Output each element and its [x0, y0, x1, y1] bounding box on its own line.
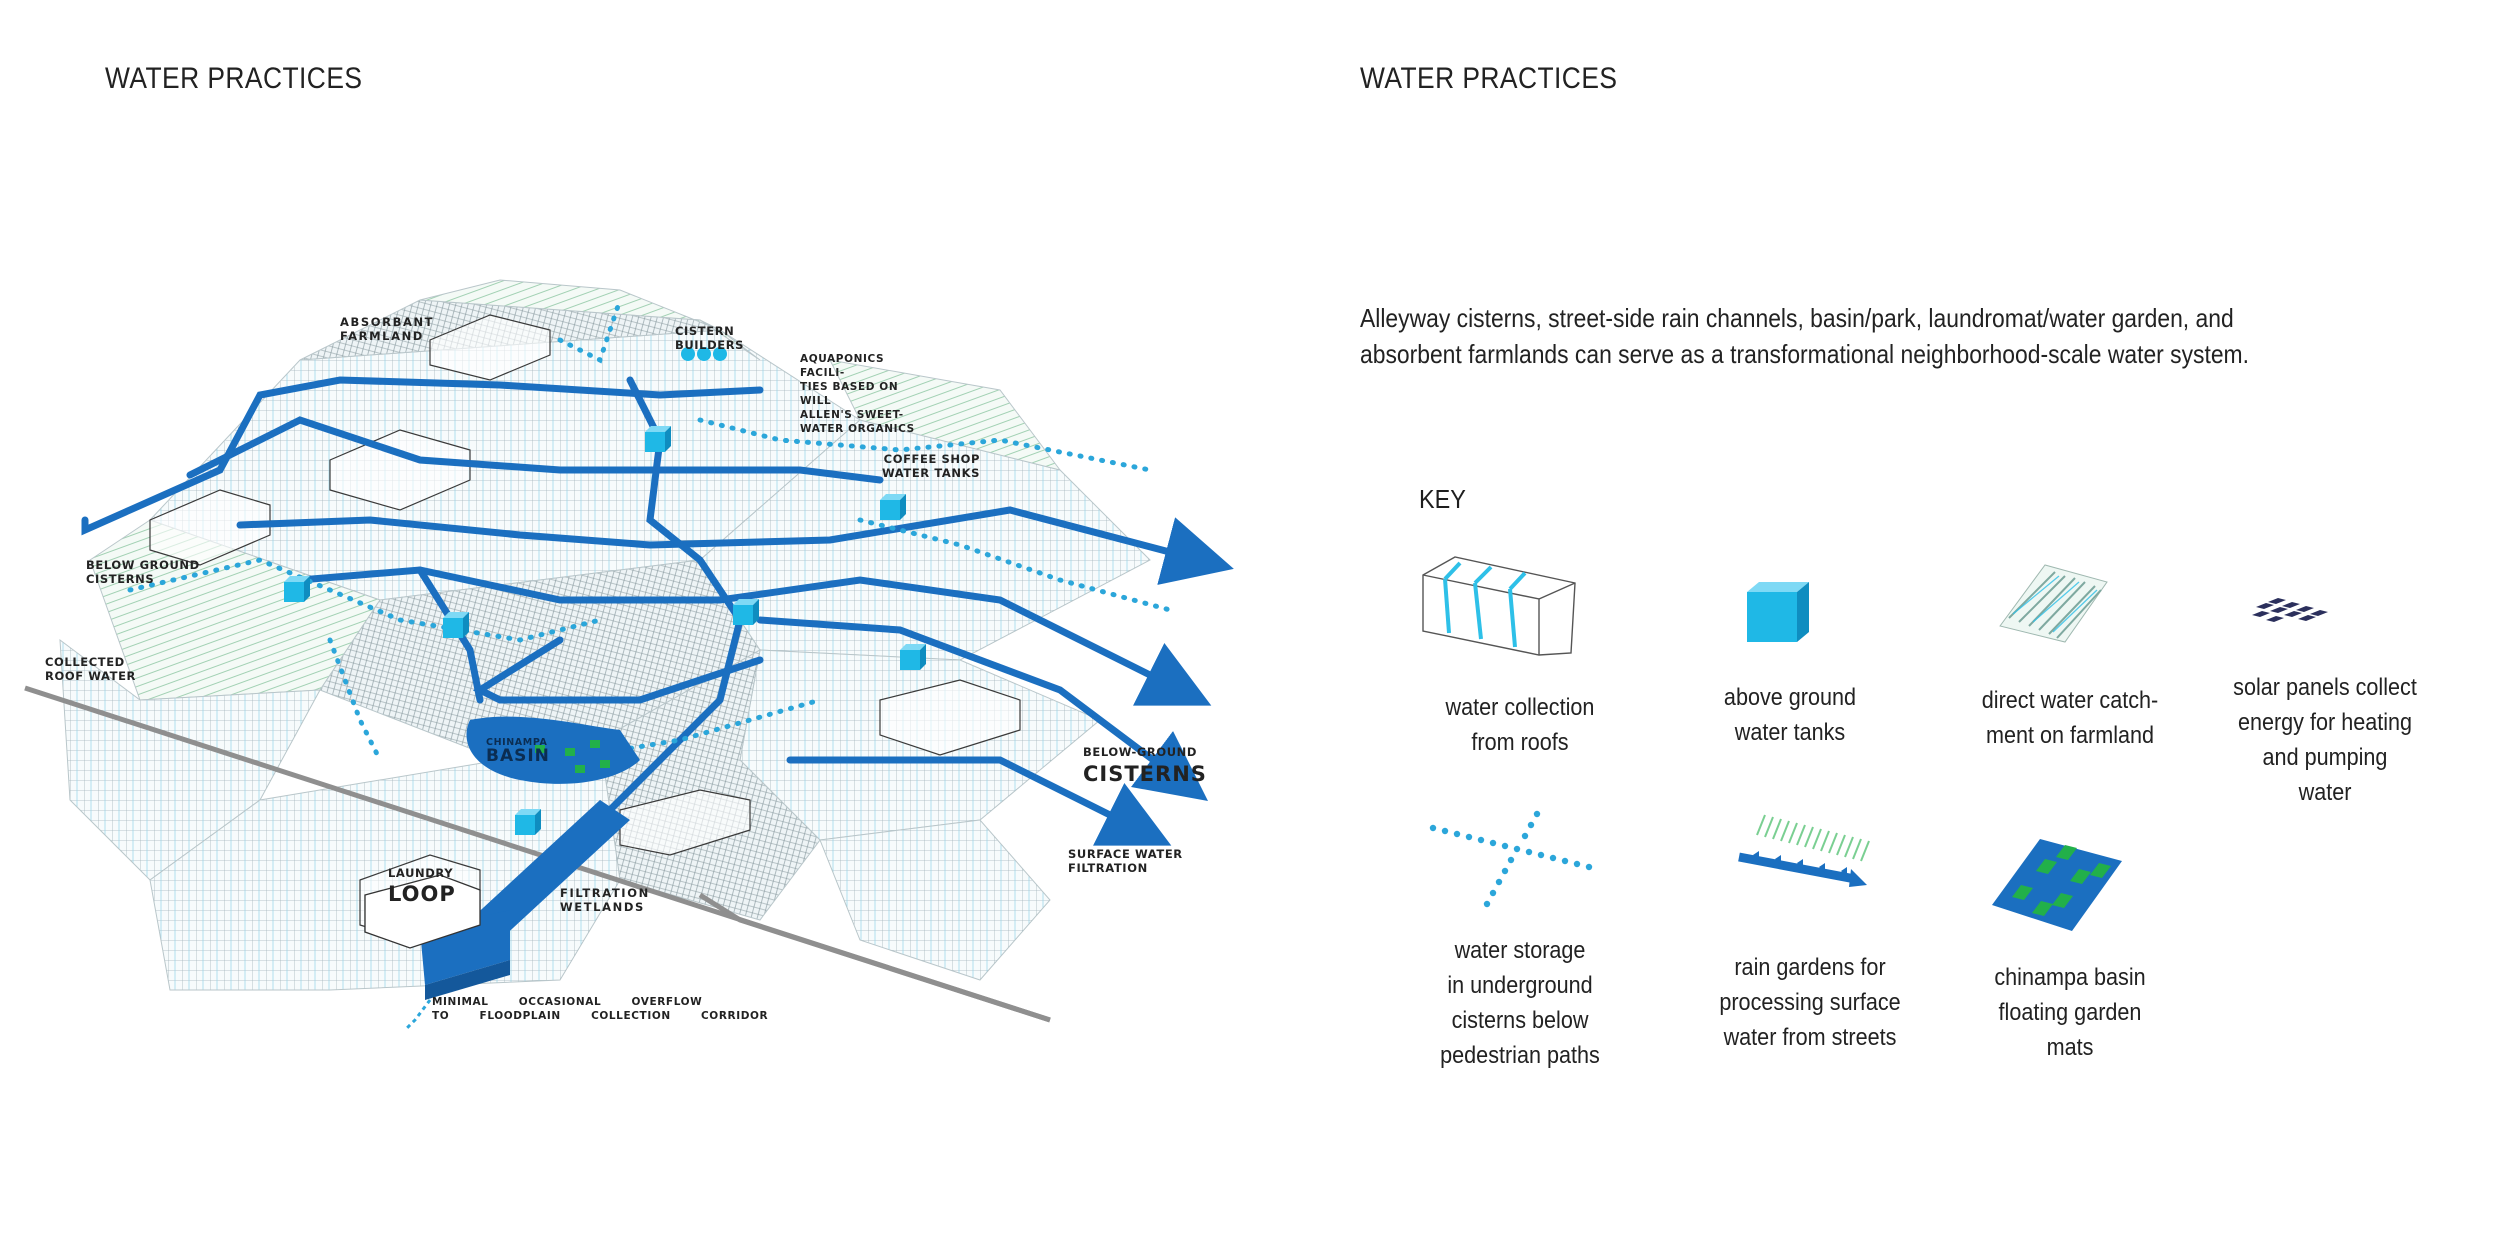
label-loop: LOOP — [388, 882, 456, 906]
label-absorbant-farmland: ABSORBANT FARMLAND — [340, 315, 435, 343]
intro-paragraph: Alleyway cisterns, street-side rain chan… — [1360, 303, 2249, 369]
label-laundry: LAUNDRY — [388, 866, 454, 880]
cistern-builders-dots — [681, 347, 727, 361]
label-coffee-shop-tanks: COFFEE SHOP WATER TANKS — [882, 452, 981, 480]
right-page-title: WATER PRACTICES — [1360, 62, 1618, 95]
overflow-trickle — [403, 999, 432, 1032]
label-minimal-overflow: MINIMAL OCCASIONAL OVERFLOW TO FLOODPLAI… — [432, 996, 769, 1022]
chinampa-basin-icon — [1992, 839, 2122, 931]
key-label-rain-gardens: rain gardens for processing surface wate… — [1719, 954, 1901, 1051]
chinampa-basin-shape — [466, 716, 640, 784]
label-cistern-builders: CISTERN BUILDERS — [675, 324, 745, 352]
roof-collection-icon — [1422, 556, 1576, 656]
key-label-solar-panels: solar panels collect energy for heating … — [2233, 674, 2417, 806]
key-title: KEY — [1419, 484, 1466, 514]
label-below-ground-cisterns-left: BELOW GROUND CISTERNS — [86, 558, 200, 586]
filtration-wetlands — [364, 800, 630, 1000]
key-label-roof-collection: water collection from roofs — [1445, 694, 1595, 756]
label-chinampa: CHINAMPA — [486, 737, 548, 748]
water-tanks — [284, 426, 926, 835]
label-surface-water-filtration: SURFACE WATER FILTRATION — [1068, 847, 1183, 875]
label-cisterns-right: CISTERNS — [1083, 762, 1207, 786]
farmland-catchment-icon — [1999, 564, 2108, 643]
water-tank-icon — [1747, 582, 1809, 642]
label-collected-roof-water: COLLECTED ROOF WATER — [45, 655, 136, 683]
neighborhood-axonometric-map — [24, 279, 1234, 1032]
label-aquaponics: AQUAPONICS FACILI- TIES BASED ON WILL AL… — [800, 353, 915, 435]
key-label-chinampa-basin: chinampa basin floating garden mats — [1994, 964, 2146, 1061]
left-page-title: WATER PRACTICES — [105, 62, 363, 95]
roads — [24, 685, 1051, 1023]
key-label-water-tanks: above ground water tanks — [1723, 684, 1857, 746]
label-filtration-wetlands: FILTRATION WETLANDS — [560, 886, 650, 914]
label-below-ground-right: BELOW-GROUND — [1083, 745, 1198, 759]
solar-panel-icon — [2252, 598, 2328, 622]
label-basin: BASIN — [486, 746, 550, 766]
city-blocks — [59, 279, 1151, 991]
building-outlines — [149, 314, 1021, 941]
rain-garden-icon — [1738, 814, 1870, 887]
underground-cistern-icon — [1429, 810, 1593, 908]
key-label-underground-cisterns: water storage in underground cisterns be… — [1440, 937, 1600, 1069]
key-label-farmland-catchment: direct water catch- ment on farmland — [1981, 687, 2159, 749]
